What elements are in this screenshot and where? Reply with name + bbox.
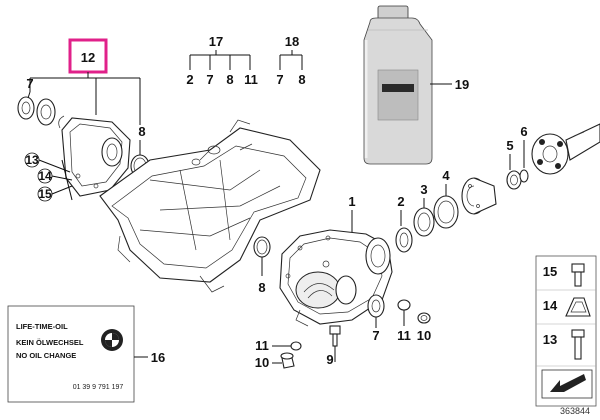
callout-11-left[interactable]: 11	[255, 338, 269, 353]
callout-10-left[interactable]: 10	[255, 355, 269, 370]
callout-18[interactable]: 18	[285, 34, 299, 49]
bolt-13-icon	[571, 329, 585, 360]
ring-6	[519, 169, 529, 183]
label-line-life-time-oil: LIFE-TIME-OIL	[16, 322, 68, 331]
leader-group-17	[189, 50, 251, 70]
callout-2[interactable]: 2	[397, 194, 404, 209]
callout-17-11[interactable]: 11	[244, 72, 258, 87]
callout-17[interactable]: 17	[209, 34, 223, 49]
washer-14-icon	[565, 297, 591, 317]
callout-15-left[interactable]: 15	[38, 187, 52, 201]
flex-disc	[531, 133, 569, 175]
shaft-seal-left	[17, 96, 35, 120]
label-line-no-oil-change: NO OIL CHANGE	[16, 351, 76, 360]
drive-shaft	[565, 123, 600, 161]
bearing-left	[36, 98, 56, 126]
callout-13-left[interactable]: 13	[25, 153, 39, 167]
label-card: LIFE-TIME-OIL KEIN ÖLWECHSEL NO OIL CHAN…	[7, 305, 135, 403]
callout-1[interactable]: 1	[348, 194, 355, 209]
legend-callout-15[interactable]: 15	[543, 264, 557, 279]
bolt-15-icon	[571, 263, 585, 287]
collar-nut-5	[506, 170, 522, 190]
shaft-seal-7-bottom	[367, 294, 385, 318]
callout-18-8[interactable]: 8	[298, 72, 305, 87]
plug-11-right	[397, 299, 411, 311]
oil-bottle	[363, 5, 433, 165]
legend-callout-13[interactable]: 13	[543, 332, 557, 347]
callout-6[interactable]: 6	[520, 124, 527, 139]
arrow-icon	[541, 369, 593, 399]
leader-group-12	[29, 72, 141, 125]
callout-5[interactable]: 5	[506, 138, 513, 153]
callout-12[interactable]: 12	[81, 50, 95, 65]
callout-11-right[interactable]: 11	[397, 328, 411, 343]
bolt-9	[329, 325, 341, 347]
callout-7-bottom[interactable]: 7	[372, 328, 379, 343]
callout-9[interactable]: 9	[326, 352, 333, 367]
diagram-id: 363844	[560, 406, 590, 416]
label-part-code: 01 39 9 791 197	[73, 384, 124, 391]
callout-8-diff[interactable]: 8	[258, 280, 265, 295]
ring-4	[433, 195, 459, 229]
washer-10-right	[417, 312, 431, 324]
washer-10-left	[280, 352, 295, 369]
callout-17-2[interactable]: 2	[186, 72, 193, 87]
rear-differential	[279, 229, 393, 327]
leader-13-15	[38, 159, 73, 201]
callout-10-right[interactable]: 10	[417, 328, 431, 343]
rear-axle-housing-cover	[58, 115, 131, 197]
bmw-logo-icon	[101, 329, 123, 351]
legend-callout-14[interactable]: 14	[543, 298, 558, 313]
callout-7-top-left[interactable]: 7	[26, 76, 33, 91]
output-flange	[461, 177, 497, 215]
callout-18-7[interactable]: 7	[276, 72, 283, 87]
callout-3[interactable]: 3	[420, 182, 427, 197]
shaft-seal-2	[395, 227, 413, 253]
label-line-kein-olwechsel: KEIN ÖLWECHSEL	[16, 338, 84, 347]
callout-17-8[interactable]: 8	[226, 72, 233, 87]
callout-19[interactable]: 19	[455, 77, 469, 92]
o-ring-8-diff	[253, 236, 271, 258]
callout-4[interactable]: 4	[442, 168, 450, 183]
callout-17-7[interactable]: 7	[206, 72, 213, 87]
rear-axle-carrier	[99, 119, 321, 293]
leader-group-18	[279, 50, 303, 70]
callout-14-left[interactable]: 14	[38, 169, 52, 183]
callout-16[interactable]: 16	[151, 350, 165, 365]
callout-8-top-left[interactable]: 8	[138, 124, 145, 139]
plug-11-left	[290, 341, 302, 351]
ring-3	[413, 207, 435, 237]
